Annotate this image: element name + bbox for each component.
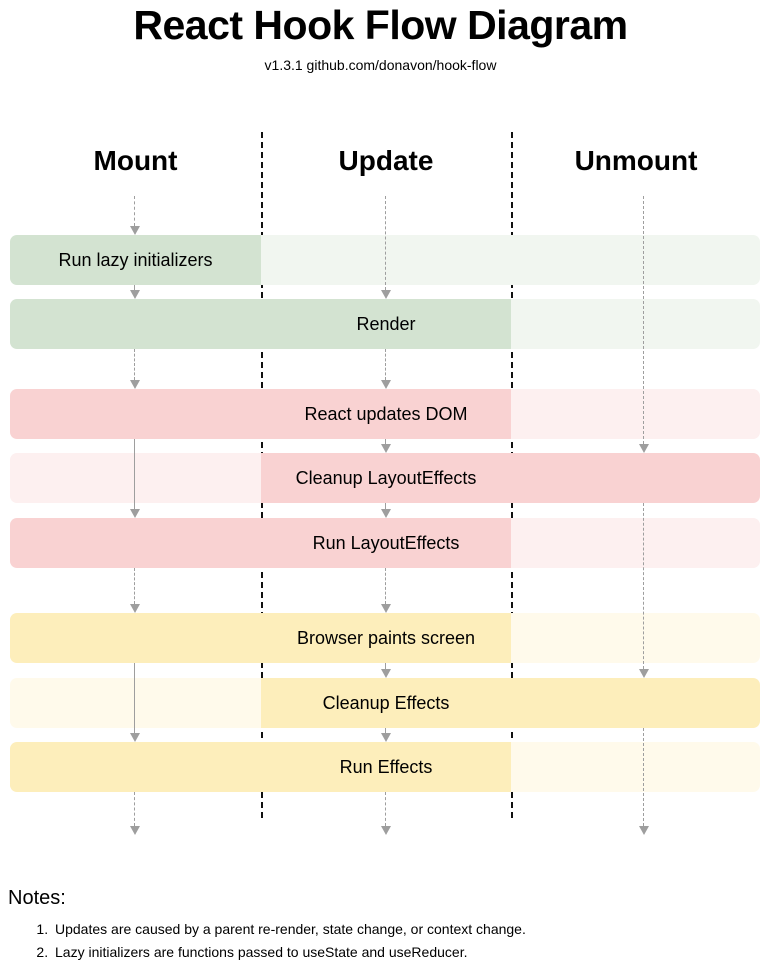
arrowhead-icon xyxy=(381,669,391,678)
column-header-mount: Mount xyxy=(93,145,178,176)
phase-row: Browser paints screen xyxy=(10,613,760,663)
arrowhead-icon xyxy=(381,826,391,835)
flow-connector xyxy=(385,503,386,509)
phase-cell xyxy=(511,613,760,663)
phase-cell xyxy=(261,235,511,285)
phase-label: Browser paints screen xyxy=(296,628,476,648)
arrowhead-icon xyxy=(130,380,140,389)
notes-list: Updates are caused by a parent re-render… xyxy=(30,918,526,964)
phase-label: Cleanup Effects xyxy=(322,693,450,713)
flow-connector xyxy=(134,285,135,290)
update-entry-arrow xyxy=(385,196,386,290)
arrowhead-icon xyxy=(130,509,140,518)
phase-row: React updates DOM xyxy=(10,389,760,439)
arrowhead-icon xyxy=(130,826,140,835)
column-header-unmount: Unmount xyxy=(574,145,698,176)
phase-label: Cleanup LayoutEffects xyxy=(295,468,477,488)
arrowhead-icon xyxy=(639,669,649,678)
phase-label: Render xyxy=(356,314,416,334)
phase-cell xyxy=(511,742,760,792)
phase-row: Run LayoutEffects xyxy=(10,518,760,568)
arrowhead-icon xyxy=(130,733,140,742)
phase-cell xyxy=(10,299,261,349)
phase-cell xyxy=(10,742,261,792)
phase-cell xyxy=(10,389,261,439)
phase-cell xyxy=(10,518,261,568)
phase-row: Run lazy initializers xyxy=(10,235,760,285)
mount-skip-cleanup-layout xyxy=(134,439,135,509)
mount-skip-cleanup-effects xyxy=(134,663,135,733)
phase-label: Run lazy initializers xyxy=(58,250,213,270)
phase-cell xyxy=(10,235,261,285)
phase-row: Render xyxy=(10,299,760,349)
page-title: React Hook Flow Diagram xyxy=(133,2,628,48)
phase-row: Cleanup Effects xyxy=(10,678,760,728)
phase-cell xyxy=(261,453,511,503)
unmount-entry-arrow xyxy=(643,196,644,444)
note-item: Lazy initializers are functions passed t… xyxy=(52,941,526,964)
phase-cell xyxy=(261,678,511,728)
phase-cell xyxy=(261,613,511,663)
flow-connector xyxy=(385,728,386,733)
arrowhead-icon xyxy=(381,444,391,453)
unmount-exit-arrow xyxy=(643,728,644,826)
phase-label: React updates DOM xyxy=(304,404,468,424)
page-subtitle: v1.3.1 github.com/donavon/hook-flow xyxy=(264,57,497,73)
phase-label: Run Effects xyxy=(339,757,433,777)
arrowhead-icon xyxy=(130,604,140,613)
arrowhead-icon xyxy=(381,733,391,742)
note-item: Updates are caused by a parent re-render… xyxy=(52,918,526,941)
phase-row: Cleanup LayoutEffects xyxy=(10,453,760,503)
phase-cell xyxy=(261,742,511,792)
arrowhead-icon xyxy=(130,226,140,235)
arrowhead-icon xyxy=(381,509,391,518)
phase-cell xyxy=(10,678,261,728)
phase-cell xyxy=(261,299,511,349)
arrowhead-icon xyxy=(381,290,391,299)
phase-cell xyxy=(261,389,511,439)
arrowhead-icon xyxy=(639,826,649,835)
mount-exit-arrow xyxy=(134,792,135,826)
arrowhead-icon xyxy=(381,604,391,613)
phase-cell xyxy=(10,613,261,663)
phase-label: Run LayoutEffects xyxy=(312,533,460,553)
phase-cell xyxy=(10,453,261,503)
mount-entry-arrow xyxy=(134,196,135,226)
phase-row: Run Effects xyxy=(10,742,760,792)
phase-cell xyxy=(511,453,760,503)
flow-connector xyxy=(385,663,386,669)
notes-heading: Notes: xyxy=(8,887,66,909)
arrowhead-icon xyxy=(381,380,391,389)
flow-connector xyxy=(643,503,644,669)
flow-connector xyxy=(385,568,386,604)
column-header-update: Update xyxy=(338,145,434,176)
phase-cell xyxy=(511,235,760,285)
arrowhead-icon xyxy=(639,444,649,453)
phase-cell xyxy=(511,518,760,568)
phase-cell xyxy=(511,678,760,728)
phase-cell xyxy=(261,518,511,568)
flow-connector xyxy=(385,349,386,380)
flow-connector xyxy=(134,349,135,380)
phase-cell xyxy=(511,389,760,439)
arrowhead-icon xyxy=(130,290,140,299)
flow-connector xyxy=(385,439,386,444)
update-exit-arrow xyxy=(385,792,386,826)
flow-connector xyxy=(134,568,135,604)
phase-cell xyxy=(511,299,760,349)
